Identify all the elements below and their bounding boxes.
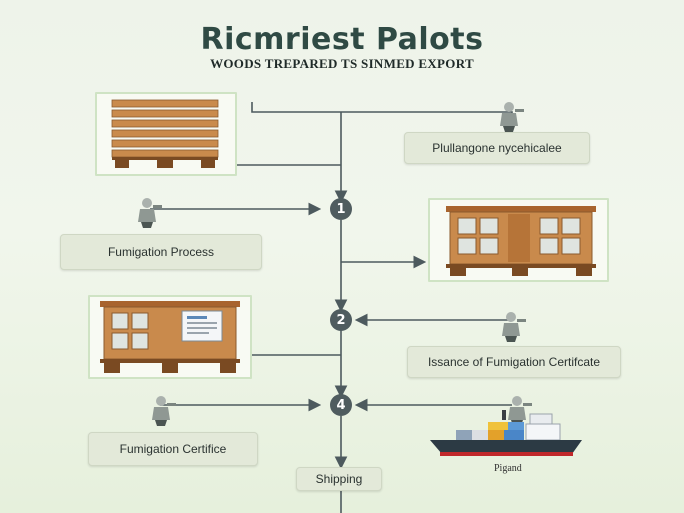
cabinet-frame — [428, 198, 609, 282]
label-top-right: Plullangone nycehicalee — [404, 132, 590, 164]
worker-icon — [502, 312, 526, 342]
label-shipping: Shipping — [296, 467, 382, 491]
label-fumigation-process: Fumigation Process — [60, 234, 262, 270]
label-issuance: Issance of Fumigation Certifcate — [407, 346, 621, 378]
worker-icon — [500, 102, 524, 132]
worker-icon — [138, 198, 162, 228]
worker-icon — [152, 396, 176, 426]
step-badge: 1 — [330, 198, 352, 220]
certified-cabinet-frame — [88, 295, 252, 379]
cargo-ship-icon — [430, 410, 582, 456]
ship-caption: Pigand — [494, 463, 522, 474]
worker-icon — [508, 396, 532, 426]
page-title: Ricmriest Palots — [200, 22, 484, 57]
page-subtitle: WOODS TREPARED TS SINMED EXPORT — [210, 56, 474, 71]
pallet-frame — [95, 92, 237, 176]
cabinet-icon — [446, 206, 596, 276]
cabinet-icon — [100, 301, 240, 373]
label-fumigation-cert: Fumigation Certifice — [88, 432, 258, 466]
step-badge: 4 — [330, 394, 352, 416]
pallet-icon — [111, 99, 219, 168]
step-badge: 2 — [330, 309, 352, 331]
